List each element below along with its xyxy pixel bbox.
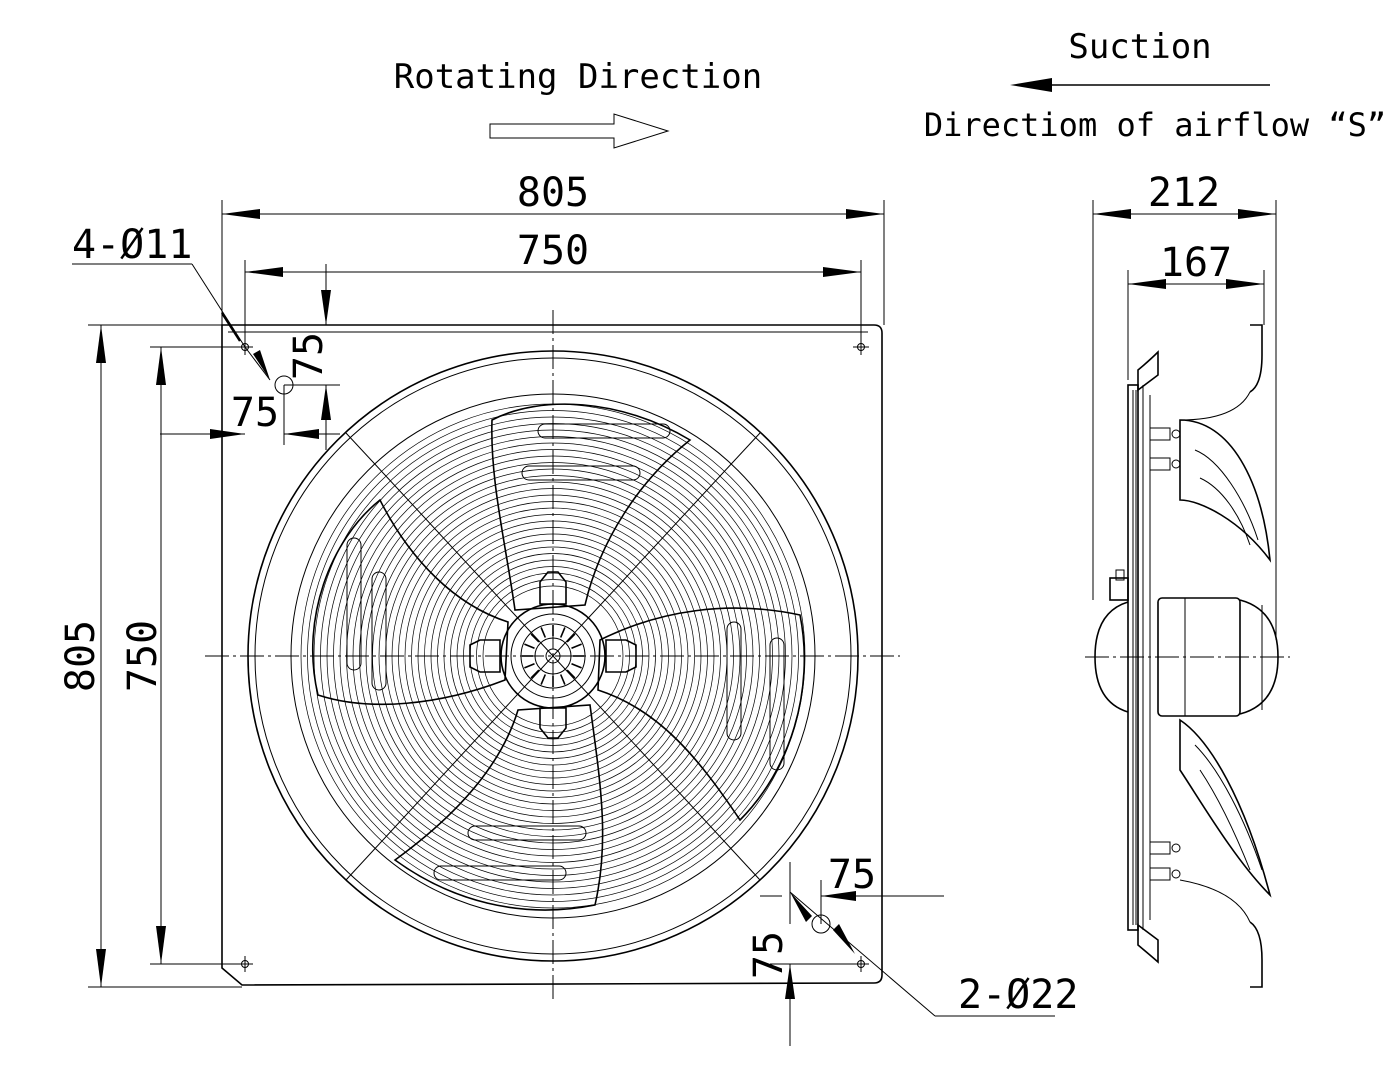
fan-blades: [311, 403, 806, 911]
dim-hole-spacing-width: 750: [517, 228, 589, 274]
fan-blade-left: [311, 498, 509, 706]
bottom-offset-horizontal: 75: [828, 852, 876, 898]
rotating-direction-arrow: [489, 113, 670, 149]
fan-blade-top: [491, 403, 692, 611]
suction-label: Suction: [1068, 27, 1211, 67]
airflow-direction-label: Directiom of airflow “S”: [924, 106, 1383, 144]
bottom-offset-vertical: 75: [746, 931, 792, 979]
front-dimensions: 805 750 805 750 4-Ø11 75: [58, 170, 1078, 1046]
side-view: [1085, 324, 1290, 988]
dim-overall-width: 805: [517, 170, 589, 216]
dim-hole-spacing-height: 750: [120, 620, 166, 692]
fan-blade-bottom: [393, 704, 604, 911]
lifting-holes-label: 2-Ø22: [958, 972, 1078, 1018]
top-offset-horizontal: 75: [231, 390, 279, 436]
side-bolts: [1149, 427, 1181, 881]
mounting-plate: [221, 324, 883, 986]
side-blade-upper: [1179, 419, 1272, 563]
suction-arrow: [1010, 78, 1270, 92]
fan-guard-spokes: [345, 432, 761, 881]
side-dimensions: 212 167: [1092, 170, 1277, 640]
rotating-direction-label: Rotating Direction: [394, 57, 762, 97]
top-offset-vertical: 75: [286, 332, 332, 380]
dim-overall-height: 805: [58, 620, 104, 692]
side-blade-lower: [1179, 718, 1272, 898]
mount-holes-label: 4-Ø11: [72, 222, 192, 268]
dim-inner-depth: 167: [1160, 240, 1232, 286]
front-view: [205, 310, 900, 1002]
blade-slots: [346, 423, 785, 881]
fan-blade-right: [597, 607, 806, 822]
dim-overall-depth: 212: [1148, 170, 1220, 216]
